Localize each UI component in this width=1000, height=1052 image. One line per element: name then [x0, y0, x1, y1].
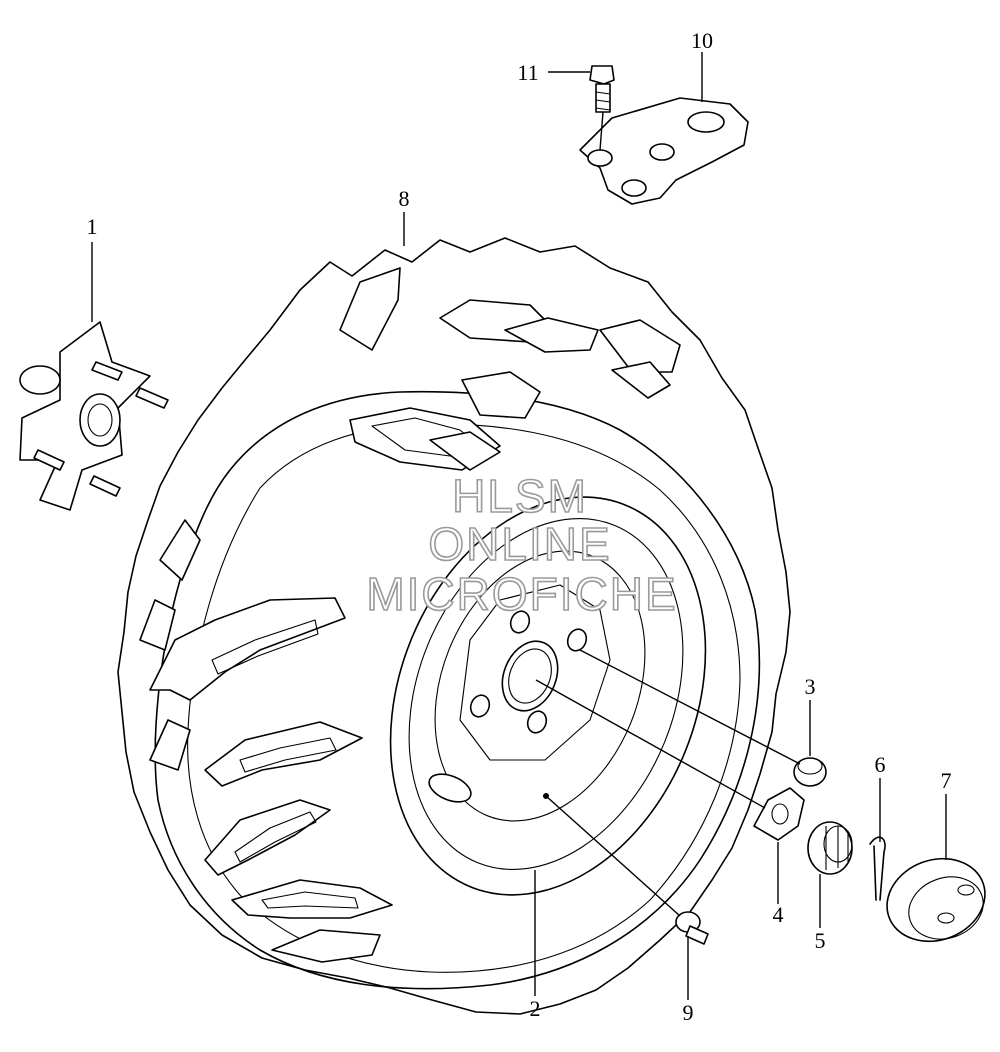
- bolt-drawing: [589, 65, 615, 113]
- leader-lines: [91, 52, 947, 1000]
- rim-drawing: [389, 496, 707, 896]
- lug-nut-drawing: [793, 757, 827, 787]
- hub-drawing: [19, 321, 169, 511]
- watermark: HLSM ONLINE MICROFICHE: [366, 469, 677, 621]
- bracket-drawing: [579, 97, 749, 205]
- callout-11: 11: [517, 60, 538, 85]
- callouts: 1 2 3 4 5 6 7 8 9 10 11: [87, 28, 952, 1025]
- cotter-pin-drawing: [869, 836, 886, 901]
- watermark-line-2: ONLINE: [428, 518, 611, 570]
- valve-stem-drawing: [675, 911, 709, 945]
- callout-10: 10: [691, 28, 713, 53]
- castle-nut-drawing: [807, 821, 853, 875]
- watermark-line-3: MICROFICHE: [366, 568, 677, 620]
- callout-7: 7: [941, 768, 952, 793]
- callout-8: 8: [399, 186, 410, 211]
- callout-5: 5: [815, 928, 826, 953]
- callout-2: 2: [530, 996, 541, 1021]
- callout-4: 4: [773, 902, 784, 927]
- callout-1: 1: [87, 214, 98, 239]
- washer-drawing: [753, 787, 805, 841]
- callout-9: 9: [683, 1000, 694, 1025]
- callout-6: 6: [875, 752, 886, 777]
- watermark-line-1: HLSM: [452, 470, 588, 522]
- hub-cap-drawing: [886, 857, 986, 943]
- callout-3: 3: [805, 674, 816, 699]
